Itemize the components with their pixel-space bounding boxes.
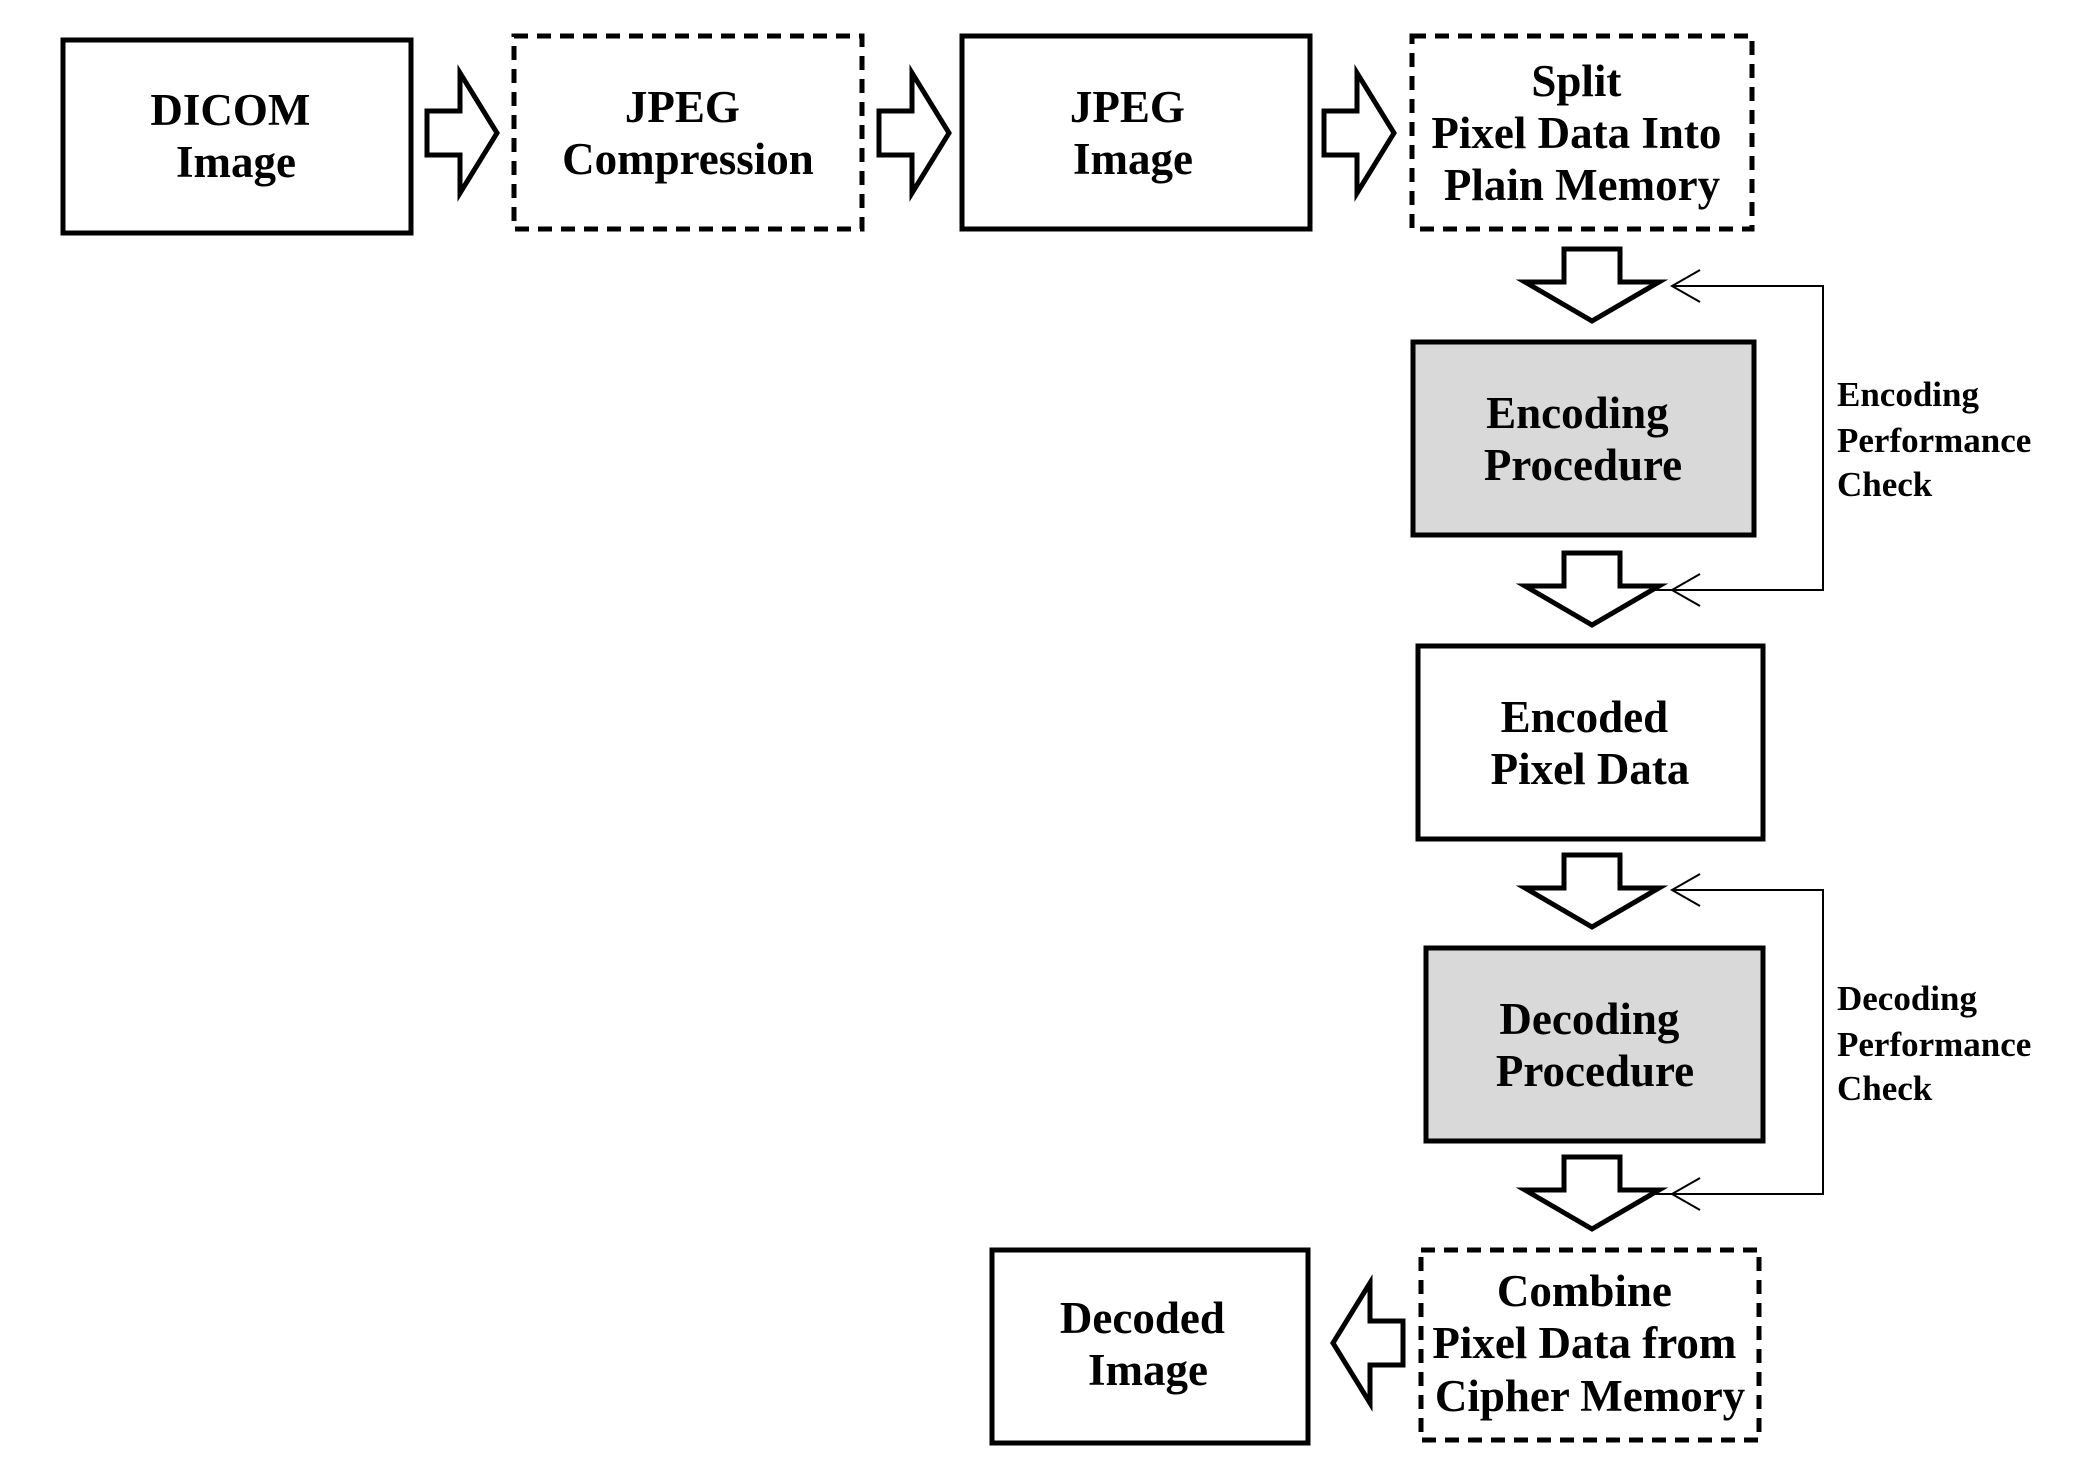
decoding-feedback-loop (1652, 873, 1824, 1211)
jpeg-image-box (959, 33, 1313, 232)
arrow-down-2 (1515, 550, 1669, 628)
dicom-image-box (60, 37, 414, 236)
combine-pixel-data-box (1418, 1247, 1762, 1443)
split-pixel-data-label: Split Pixel Data Into Plain Memory (1431, 56, 1732, 210)
arrow-right-3 (1321, 64, 1397, 202)
encoded-pixel-data-label: Encoded Pixel Data (1491, 692, 1690, 794)
jpeg-image-label: JPEG Image (1070, 82, 1196, 184)
combine-pixel-data-label: Combine Pixel Data from Cipher Memory (1432, 1266, 1747, 1421)
jpeg-compression-label: JPEG Compression (562, 82, 814, 184)
decoding-procedure-box (1423, 945, 1766, 1144)
arrow-down-1 (1515, 246, 1669, 324)
encoding-procedure-label: Encoding Procedure (1484, 388, 1682, 490)
arrow-left (1330, 1274, 1406, 1412)
arrow-down-4 (1515, 1154, 1669, 1232)
decoding-performance-check-label: Decoding Performance Check (1837, 979, 2040, 1108)
encoding-feedback-loop (1652, 269, 1824, 607)
arrow-right-1 (424, 64, 500, 202)
decoded-image-label: Decoded Image (1060, 1293, 1236, 1395)
arrow-right-2 (876, 64, 952, 202)
encoded-pixel-data-box (1415, 643, 1766, 842)
decoding-procedure-label: Decoding Procedure (1496, 994, 1694, 1096)
decoded-image-box (989, 1247, 1311, 1446)
jpeg-compression-box (511, 33, 865, 232)
split-pixel-data-box (1409, 33, 1755, 232)
encoding-performance-check-label: Encoding Performance Check (1837, 375, 2040, 504)
encoding-procedure-box (1410, 339, 1757, 538)
dicom-image-label: DICOM Image (150, 85, 321, 187)
arrow-down-3 (1515, 852, 1669, 930)
